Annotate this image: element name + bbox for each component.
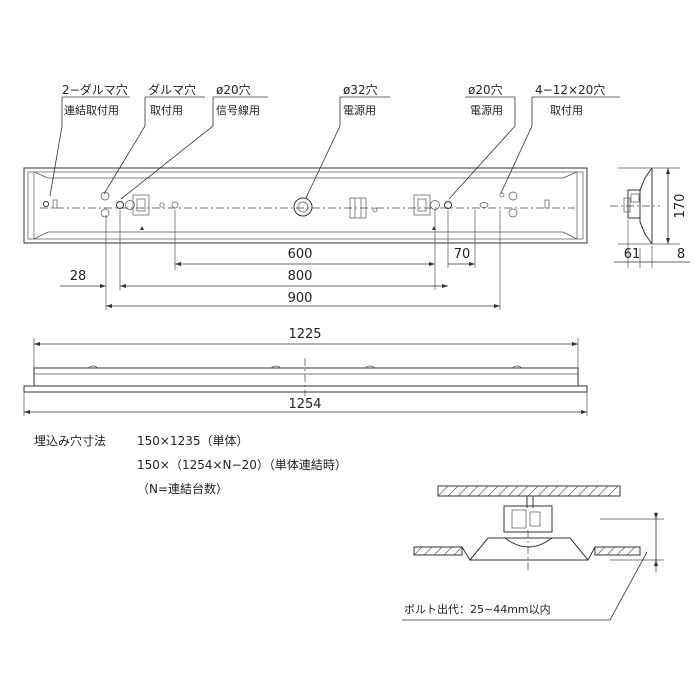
installation-section [402,485,664,621]
power-hole-32 [293,197,313,217]
connector-left [132,194,150,216]
cutout-line2: 150×（1254×N−20）（単体連結時） [137,458,347,472]
dim-61: 61 [624,247,641,262]
dim-28: 28 [70,269,87,284]
connector-right [413,194,431,216]
ceiling-board-right [594,546,641,556]
elevation-view [23,338,588,416]
dim-8: 8 [677,247,685,262]
callout-daruma2-line2: 連結取付用 [64,103,119,117]
callout-hole20-signal-line1: ø20穴 [216,82,251,97]
dim-170: 170 [673,194,688,219]
ceiling-board-left [413,546,463,556]
elevation-flange [23,385,588,393]
callout-daruma-line1: ダルマ穴 [148,82,196,97]
plan-inner-frame [27,171,584,240]
dim-800: 800 [288,269,313,284]
callout-daruma-line2: 取付用 [150,104,183,117]
cutout-line1: 150×1235（単体） [137,434,249,448]
callout-hole20-power-line1: ø20穴 [468,82,503,97]
dim-1225: 1225 [288,327,321,342]
cutout-line3: （N=連結台数） [137,482,229,496]
fixture-body-section [461,537,596,561]
callout-hole4-line2: 取付用 [550,104,583,117]
ceiling-slab [437,485,621,497]
dim-600: 600 [288,247,313,262]
cutout-label: 埋込み穴寸法 [34,434,107,448]
signal-hole-20 [116,201,124,209]
callout-labels: 2−ダルマ穴 連結取付用 ダルマ穴 取付用 ø20穴 信号線用 ø32穴 電源用… [62,82,605,117]
terminal-block [349,197,367,219]
end-section-view [610,167,690,268]
bolt-note: ボルト出代：25∼44mm以内 [404,603,551,616]
plan-dimensions [60,210,501,310]
plan-outer-frame [23,167,588,244]
callout-daruma2-line1: 2−ダルマ穴 [62,82,128,97]
elevation-body [33,367,579,387]
dim-70: 70 [454,247,471,262]
dimension-labels: 600 800 900 28 70 1225 1254 170 61 8 [70,194,688,412]
callout-hole20-power-line2: 電源用 [470,103,503,117]
callout-hole4-line1: 4−12×20穴 [535,82,605,97]
plan-view [23,167,588,244]
callout-hole32-line2: 電源用 [343,103,376,117]
callout-hole20-signal-line2: 信号線用 [216,103,260,117]
power-hole-20 [444,201,452,209]
callout-hole32-line1: ø32穴 [343,82,378,97]
dim-1254: 1254 [288,397,321,412]
dim-900: 900 [288,291,313,306]
callout-leaders [49,96,620,200]
ballast-box [503,505,553,533]
